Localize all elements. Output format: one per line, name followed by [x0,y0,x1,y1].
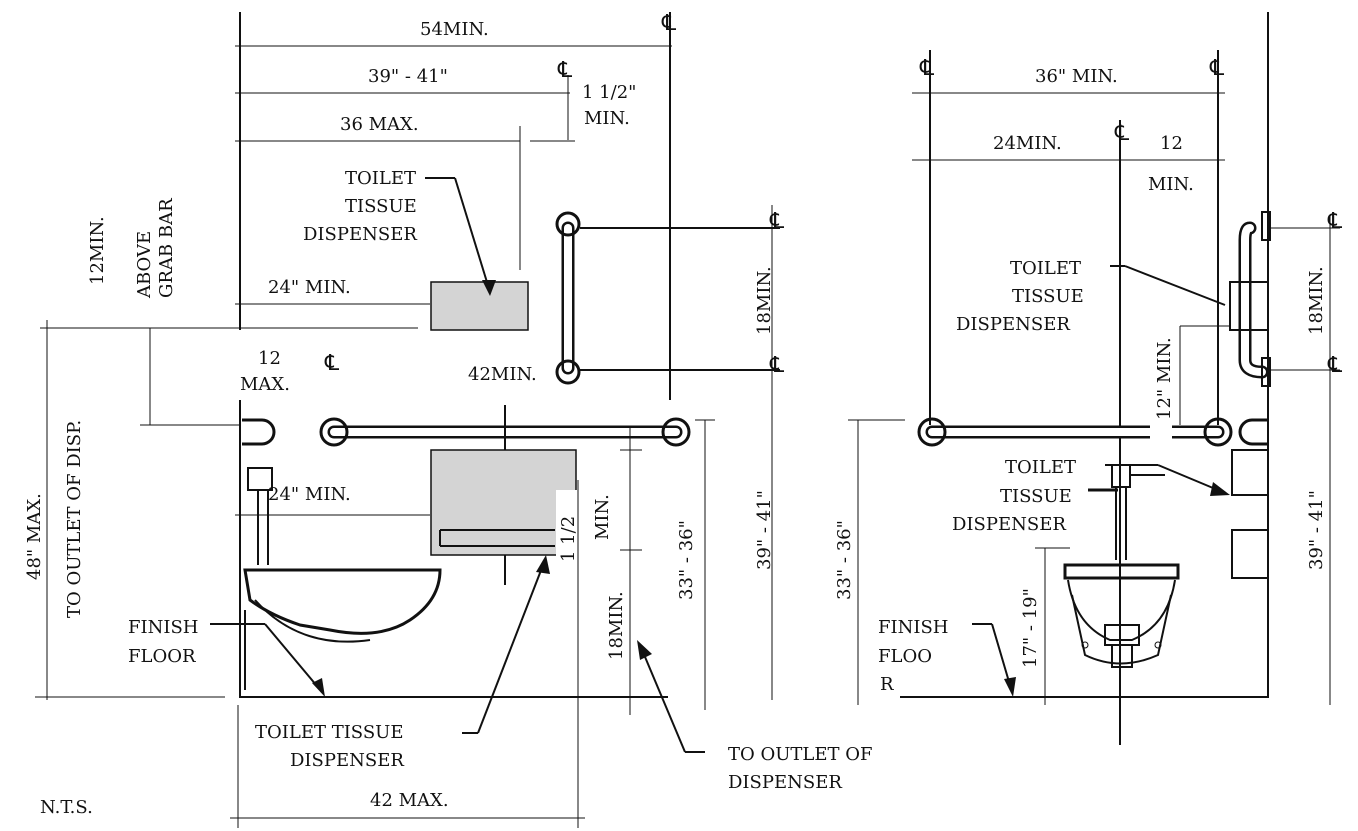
dim-33-36-b: 33" - 36" [834,520,855,600]
above-label: ABOVE [134,231,155,299]
dim-1-5-d: MIN. [592,494,613,540]
dim-17-19: 17" - 19" [1020,588,1041,668]
dim-12min-d: 12" MIN. [1154,337,1175,420]
toilet-front-view [1063,464,1180,668]
dim-1-5-b: MIN. [584,108,630,129]
dim-18min-b: 18MIN. [606,591,627,660]
toilet-label-4: TOILET [1005,457,1076,478]
tissue-dispenser-label-2a: TOILET TISSUE [255,722,403,743]
dim-12max-a: 12 [258,348,281,369]
dim-39-41-a: 39" - 41" [754,490,775,570]
toilet-side-view [243,467,442,690]
dim-18min-c: 18MIN. [1306,266,1327,335]
dim-1-5-c: 1 1/2 [558,516,579,562]
svg-text:℄: ℄ [1327,353,1343,378]
tissue-dispenser-label-2b: DISPENSER [290,750,404,771]
floor-label-c: R [880,674,894,695]
svg-text:℄: ℄ [1209,56,1225,81]
dim-24min-b: 24" MIN. [268,484,351,505]
dim-39-41-top: 39" - 41" [368,66,448,87]
dim-12min-above: 12MIN. [87,216,108,285]
dim-42max: 42 MAX. [370,790,449,811]
tissue-dispenser-upper [430,281,529,331]
tissue-label-3: TISSUE [1012,286,1084,307]
dim-12min-c: MIN. [1148,174,1194,195]
to-outlet-disp: TO OUTLET OF DISP. [64,420,85,618]
dim-39-41-b: 39" - 41" [1306,490,1327,570]
dispenser-label-3: DISPENSER [956,314,1070,335]
toilet-label-1: TOILET [345,168,416,189]
dim-12-b: 12 [1160,133,1183,154]
tissue-label-1: TISSUE [345,196,417,217]
tissue-label-4: TISSUE [1000,486,1072,507]
to-outlet-label-a: TO OUTLET OF [728,744,872,765]
to-outlet-label-b: DISPENSER [728,772,842,793]
svg-text:℄: ℄ [919,56,935,81]
svg-text:℄: ℄ [1327,209,1343,234]
right-elevation: ℄ ℄ ℄ ℄ ℄ [848,12,1343,745]
dim-18min-a: 18MIN. [754,266,775,335]
dim-24min-c: 24MIN. [993,133,1062,154]
centerline-symbol: ℄ [661,11,677,36]
centerline-symbol: ℄ [769,353,785,378]
svg-text:℄: ℄ [1114,121,1130,146]
dim-54min: 54MIN. [420,19,489,40]
dim-24min-a: 24" MIN. [268,277,351,298]
dim-1-5-a: 1 1/2" [582,82,636,103]
grab-bar-label: GRAB BAR [156,198,177,298]
dim-33-36-a: 33" - 36" [676,520,697,600]
nts-label: N.T.S. [40,797,93,818]
finish-label-b: FINISH [878,617,949,638]
dispenser-label-4: DISPENSER [952,514,1066,535]
floor-label-b: FLOO [878,646,932,667]
toilet-label-3: TOILET [1010,258,1081,279]
finish-label-a: FINISH [128,617,199,638]
centerline-symbol: ℄ [769,209,785,234]
dim-42min: 42MIN. [468,364,537,385]
dim-36min: 36" MIN. [1035,66,1118,87]
centerline-symbol: ℄ [324,351,340,376]
tissue-dispenser-right [1229,281,1269,331]
dim-48max: 48" MAX. [24,493,45,580]
dim-36max: 36 MAX. [340,114,419,135]
left-elevation: ℄ ℄ ℄ ℄ ℄ ℄ [35,11,785,828]
centerline-symbol: ℄ [557,58,573,83]
dispenser-label-1: DISPENSER [303,224,417,245]
floor-label-a: FLOOR [128,646,196,667]
dim-12max-b: MAX. [240,374,290,395]
tissue-dispenser-lower [430,449,577,556]
